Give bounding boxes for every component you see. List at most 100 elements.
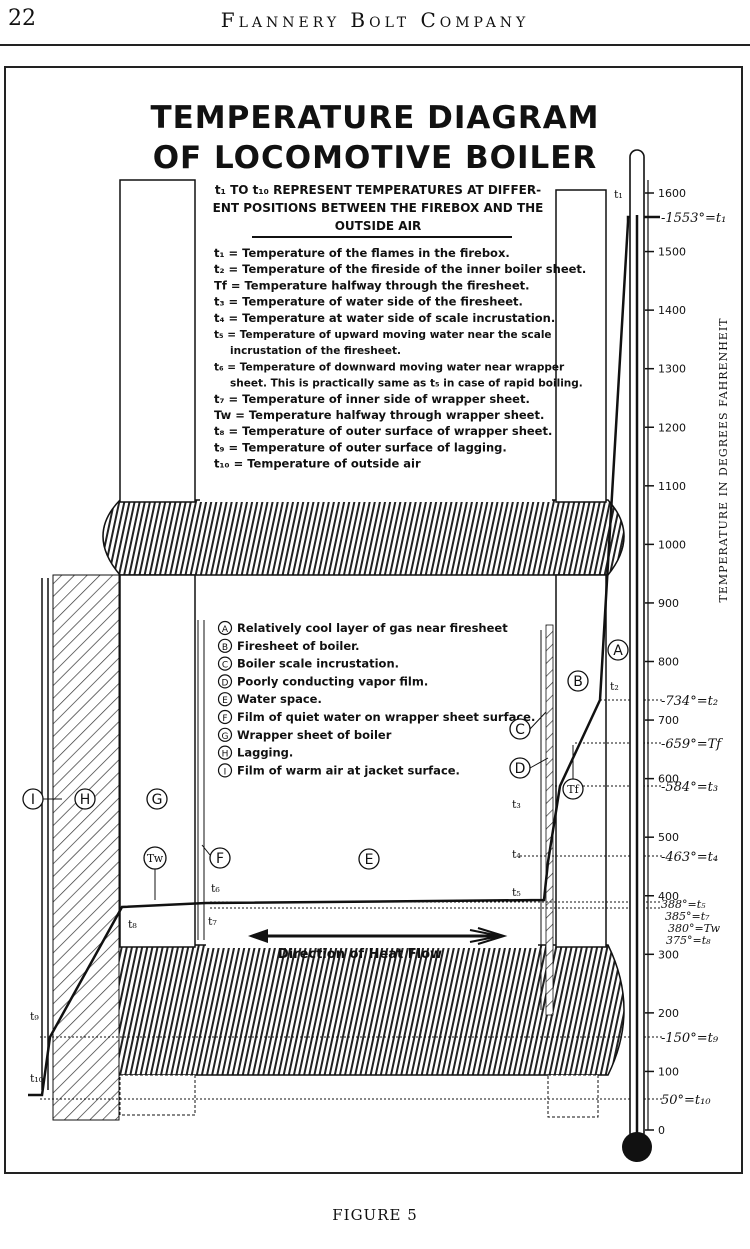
layer-legend-letter: B	[222, 643, 228, 653]
point-label-t10: t₁₀	[30, 1072, 44, 1085]
scale-tick-label: 1000	[658, 538, 686, 551]
point-label-t3: t₃	[512, 798, 521, 811]
scale-tick-label: 1200	[658, 421, 686, 434]
point-label-t2: t₂	[610, 680, 619, 693]
scale-tick-label: 600	[658, 773, 679, 786]
reading-tw: 380°=Tw	[668, 922, 721, 935]
tw-callout: Tw	[147, 852, 164, 865]
layer-legend-marker	[217, 727, 233, 742]
reading-t9: -150°=t₉	[661, 1031, 719, 1046]
layer-legend-text: Poorly conducting vapor film.	[237, 674, 428, 688]
layer-legend-marker	[217, 674, 233, 689]
region-a-label: A	[613, 643, 623, 659]
temperature-legend-line: t₄ = Temperature at water side of scale …	[214, 311, 555, 325]
layer-legend-letter: F	[222, 714, 227, 724]
point-label-t5: t₅	[512, 886, 521, 899]
temperature-legend-line: t₃ = Temperature of water side of the fi…	[214, 295, 523, 309]
region-e-label: E	[365, 852, 374, 868]
heat-flow-arrow	[248, 927, 508, 945]
layer-legend-text: Relatively cool layer of gas near firesh…	[237, 621, 508, 635]
scale-tick-label: 200	[658, 1007, 679, 1020]
temperature-legend-line: t₈ = Temperature of outer surface of wra…	[214, 424, 552, 438]
thermometer-scale: 0100200300400500600700800900100011001200…	[645, 187, 686, 1137]
scale-tick-label: 700	[658, 714, 679, 727]
layer-legend-marker	[217, 745, 233, 760]
scale-tick-label: 1300	[658, 363, 686, 376]
running-title: Flannery Bolt Company	[220, 8, 530, 32]
temperature-legend-line: t₂ = Temperature of the fireside of the …	[214, 262, 586, 276]
region-h-label: H	[80, 792, 91, 808]
header-rule	[0, 44, 750, 46]
layer-legend-letter: E	[222, 696, 228, 706]
region-callouts: A B C D E F G H I Tf Tw	[22, 639, 629, 900]
upper-staybolt	[102, 499, 625, 576]
temperature-legend-line: incrustation of the firesheet.	[230, 345, 401, 357]
point-label-t7: t₇	[208, 915, 217, 928]
layer-legend-text: Boiler scale incrustation.	[237, 657, 399, 671]
wrapper-sheet-region	[119, 179, 205, 1116]
layer-legend-marker	[217, 656, 233, 671]
temperature-legend-line: t₉ = Temperature of outer surface of lag…	[214, 440, 507, 454]
diagram-title-line2: OF LOCOMOTIVE BOILER	[152, 140, 598, 176]
lagging	[41, 574, 120, 1121]
layer-legend-text: Water space.	[237, 692, 322, 706]
layer-legend-text: Wrapper sheet of boiler	[237, 728, 392, 742]
region-d-label: D	[515, 761, 526, 777]
temperature-legend-line: t₆ = Temperature of downward moving wate…	[214, 361, 565, 373]
temperature-legend-line: t₅ = Temperature of upward moving water …	[214, 329, 552, 341]
layer-legend-letter: H	[222, 750, 229, 760]
temperature-legend-line: t₇ = Temperature of inner side of wrappe…	[214, 392, 530, 406]
temperature-legend-line: t₁ = Temperature of the flames in the fi…	[214, 246, 510, 260]
temperature-readings: -1553°=t₁ -734°=t₂ -659°=Tf -584°=t₃ -46…	[661, 211, 726, 1108]
intro-line1: t₁ TO t₁₀ REPRESENT TEMPERATURES AT DIFF…	[215, 183, 541, 197]
layer-legend-marker	[217, 692, 233, 707]
layer-legend-letter: A	[222, 625, 229, 635]
reading-tf: -659°=Tf	[661, 737, 723, 752]
point-label-t4: t₄	[512, 848, 521, 861]
scale-tick-label: 1500	[658, 246, 686, 259]
layer-legend-text: Film of quiet water on wrapper sheet sur…	[237, 710, 535, 724]
region-f-label: F	[216, 851, 224, 867]
region-c-label: C	[515, 722, 525, 738]
point-label-t6: t₆	[211, 882, 220, 895]
layer-legend-marker	[217, 709, 233, 725]
scale-tick-label: 1400	[658, 304, 686, 317]
temperature-legend-line: sheet. This is practically same as t₅ in…	[230, 378, 583, 390]
scale-tick-label: 500	[658, 831, 679, 844]
reading-t4: -463°=t₄	[661, 850, 718, 865]
layer-legend-letter: C	[222, 661, 228, 671]
region-i-label: I	[31, 792, 35, 808]
layer-legend-letter: D	[222, 678, 229, 688]
scale-tick-label: 1600	[658, 187, 686, 200]
scale-tick-label: 100	[658, 1065, 679, 1078]
point-label-t9: t₉	[30, 1010, 39, 1023]
firesheet-region	[540, 189, 607, 1118]
axis-label: TEMPERATURE IN DEGREES FAHRENHEIT	[717, 317, 730, 602]
reading-t8: 375°=t₈	[666, 934, 711, 947]
reading-t2: -734°=t₂	[661, 694, 718, 709]
tf-callout: Tf	[567, 783, 579, 796]
diagram-title-line1: TEMPERATURE DIAGRAM	[150, 100, 600, 136]
layer-legend-text: Film of warm air at jacket surface.	[237, 763, 460, 777]
scale-tick-label: 0	[658, 1124, 665, 1137]
reading-t5: 388°=t₅	[661, 898, 706, 911]
reading-t3: -584°=t₃	[661, 780, 718, 795]
layer-legend-text: Firesheet of boiler.	[237, 639, 360, 653]
heat-flow-label: Direction of Heat Flow	[278, 947, 442, 962]
temperature-profile	[28, 215, 660, 1097]
temperature-legend: t₁ = Temperature of the flames in the fi…	[214, 246, 586, 471]
region-g-label: G	[152, 792, 163, 808]
scale-tick-label: 900	[658, 597, 679, 610]
reading-t1: -1553°=t₁	[661, 211, 726, 226]
layer-legend-letter: I	[224, 767, 227, 777]
page-number: 22	[8, 6, 36, 31]
region-b-label: B	[573, 674, 583, 690]
scale-tick-label: 800	[658, 656, 679, 669]
scale-tick-label: 300	[658, 948, 679, 961]
point-label-t1: t₁	[614, 188, 623, 201]
thermometer	[622, 149, 652, 1162]
layer-legend-letter: G	[222, 732, 229, 742]
reading-t7: 385°=t₇	[665, 910, 710, 923]
figure-frame	[4, 66, 743, 1174]
layer-legend-marker	[217, 620, 233, 636]
